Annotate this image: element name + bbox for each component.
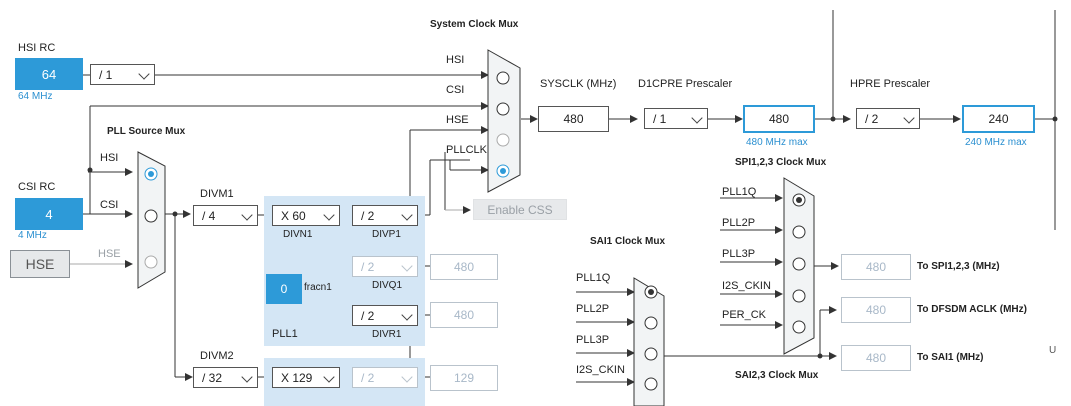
divq1-select[interactable]: / 2 — [352, 256, 418, 277]
hsi-divider-value: / 1 — [99, 67, 113, 82]
chevron-down-icon — [401, 371, 413, 383]
csi-rc-value[interactable]: 4 — [15, 198, 83, 230]
divp1-value: / 2 — [361, 208, 375, 223]
chevron-down-icon — [323, 371, 335, 383]
hsi-divider-select[interactable]: / 1 — [90, 64, 155, 85]
divn1-label: DIVN1 — [283, 229, 313, 240]
system-clock-mux-shape — [487, 49, 521, 193]
sai23-mux-title: SAI2,3 Clock Mux — [735, 370, 819, 381]
pll1-name: PLL1 — [272, 328, 298, 340]
hsi-rc-value[interactable]: 64 — [15, 58, 83, 90]
divn2-select[interactable]: X 129 — [272, 367, 340, 388]
hpre-select[interactable]: / 2 — [856, 108, 920, 129]
divm2-value: / 32 — [202, 370, 223, 385]
sai1-output-label: To SAI1 (MHz) — [917, 352, 984, 363]
d1cpre-select[interactable]: / 1 — [644, 108, 708, 129]
spi123-mux-title: SPI1,2,3 Clock Mux — [735, 157, 827, 168]
pll-mux-csi-label: CSI — [100, 199, 119, 211]
d1cpre-value: / 1 — [653, 111, 667, 126]
spi-input-i2s-ckin: I2S_CKIN — [722, 280, 771, 292]
sai1-input-i2s-ckin: I2S_CKIN — [576, 364, 625, 376]
sys-mux-csi-label: CSI — [446, 84, 465, 96]
sys-mux-hsi-label: HSI — [446, 54, 465, 66]
fracn1-label: fracn1 — [304, 282, 332, 293]
chevron-down-icon — [138, 68, 150, 80]
divp1-label: DIVP1 — [372, 229, 401, 240]
divm1-select[interactable]: / 4 — [193, 205, 258, 226]
chevron-down-icon — [323, 209, 335, 221]
sai1-input-pll2p: PLL2P — [576, 303, 610, 315]
divp2-output: 129 — [430, 365, 498, 391]
sai1-input-pll3p: PLL3P — [576, 334, 610, 346]
csi-rc-title: CSI RC — [18, 181, 56, 193]
cpu-clock-max: 480 MHz max — [746, 137, 808, 148]
cpu-clock-input[interactable]: 480 — [743, 105, 815, 133]
sai1-mux-title: SAI1 Clock Mux — [590, 236, 666, 247]
spi123-output: 480 — [841, 254, 911, 280]
hsi-rc-title: HSI RC — [18, 42, 56, 54]
divn1-select[interactable]: X 60 — [272, 205, 340, 226]
divq1-output: 480 — [430, 254, 498, 280]
chevron-down-icon — [401, 209, 413, 221]
hpre-value: / 2 — [865, 111, 879, 126]
hse-source-button[interactable]: HSE — [10, 250, 70, 278]
spi-input-per-ck: PER_CK — [722, 309, 767, 321]
dfsdm-output: 480 — [841, 297, 911, 323]
pll-mux-hsi-label: HSI — [100, 152, 119, 164]
divp2-select[interactable]: / 2 — [352, 367, 418, 388]
chevron-down-icon — [241, 209, 253, 221]
edge-letter: U — [1049, 345, 1057, 356]
divr1-output: 480 — [430, 302, 498, 328]
dfsdm-output-label: To DFSDM ACLK (MHz) — [917, 304, 1027, 315]
sysclk-label: SYSCLK (MHz) — [540, 78, 617, 90]
divr1-select[interactable]: / 2 — [352, 305, 418, 326]
chevron-down-icon — [691, 112, 703, 124]
spi-input-pll3p: PLL3P — [722, 248, 756, 260]
spi-input-pll2p: PLL2P — [722, 217, 756, 229]
divq1-value: / 2 — [361, 259, 375, 274]
chevron-down-icon — [401, 260, 413, 272]
chevron-down-icon — [241, 371, 253, 383]
divn1-value: X 60 — [281, 208, 306, 223]
sys-mux-pllclk-label: PLLCLK — [446, 144, 487, 156]
divn2-value: X 129 — [281, 370, 313, 385]
sai1-output: 480 — [841, 345, 911, 371]
enable-css-button[interactable]: Enable CSS — [473, 199, 567, 220]
sysclk-value: 480 — [538, 106, 609, 132]
divq1-label: DIVQ1 — [372, 280, 403, 291]
divp1-select[interactable]: / 2 — [352, 205, 418, 226]
hsi-rc-freq: 64 MHz — [18, 91, 53, 102]
spi-input-pll1q: PLL1Q — [722, 186, 757, 198]
d1cpre-label: D1CPRE Prescaler — [638, 78, 733, 90]
divm2-label: DIVM2 — [200, 350, 234, 362]
pll-source-mux-title: PLL Source Mux — [107, 126, 186, 137]
hpre-label: HPRE Prescaler — [850, 78, 931, 90]
divr1-value: / 2 — [361, 308, 375, 323]
csi-rc-freq: 4 MHz — [18, 230, 47, 241]
divr1-label: DIVR1 — [372, 329, 402, 340]
hclk-input[interactable]: 240 — [962, 105, 1035, 133]
chevron-down-icon — [903, 112, 915, 124]
divm1-label: DIVM1 — [200, 188, 234, 200]
hclk-max: 240 MHz max — [965, 137, 1027, 148]
sai1-input-pll1q: PLL1Q — [576, 272, 611, 284]
divm2-select[interactable]: / 32 — [193, 367, 258, 388]
sys-mux-hse-label: HSE — [446, 114, 469, 126]
divp2-value: / 2 — [361, 370, 375, 385]
system-clock-mux-title: System Clock Mux — [430, 19, 519, 30]
hse-line-label: HSE — [98, 248, 121, 260]
chevron-down-icon — [401, 309, 413, 321]
fracn1-input[interactable]: 0 — [266, 274, 302, 304]
spi123-output-label: To SPI1,2,3 (MHz) — [917, 261, 1000, 272]
divm1-value: / 4 — [202, 208, 216, 223]
